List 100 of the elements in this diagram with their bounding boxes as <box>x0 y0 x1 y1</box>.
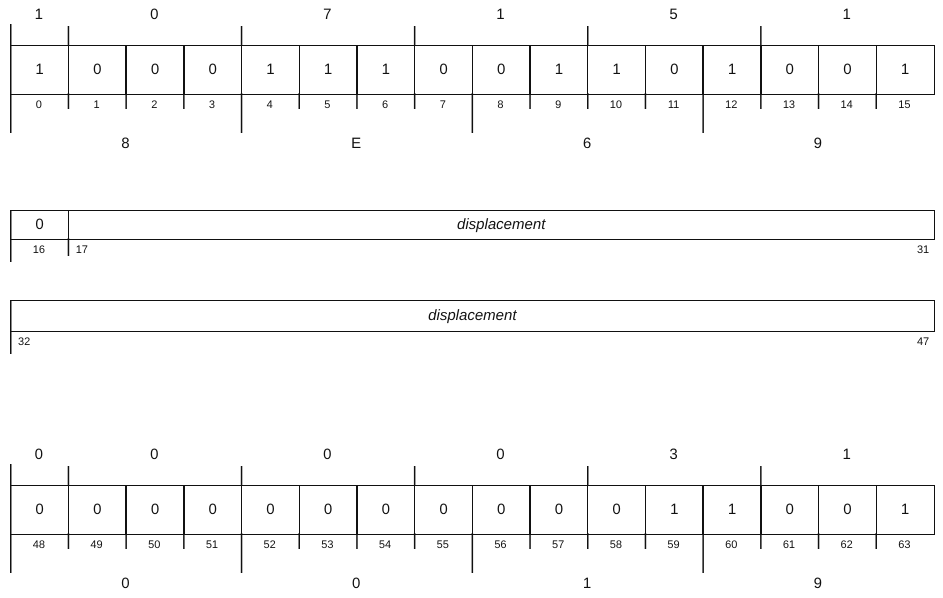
hex-digit: 1 <box>582 575 592 592</box>
hex-digit: 0 <box>121 575 130 592</box>
bit-number: 52 <box>264 539 276 551</box>
bit-value: 1 <box>900 61 910 78</box>
bit-value: 1 <box>35 61 44 78</box>
bit-field-cell <box>298 485 358 534</box>
bit-field-cell <box>125 45 185 94</box>
bit-field-cell <box>298 45 358 94</box>
bit-number: 1 <box>93 99 100 111</box>
bit-number: 0 <box>36 99 42 111</box>
bit-field-cell <box>702 45 762 94</box>
bit-value: 1 <box>728 61 736 78</box>
bit-field-cell <box>10 300 935 332</box>
bit-field-cell <box>10 485 70 534</box>
bit-number: 53 <box>321 539 334 551</box>
octal-digit: 1 <box>496 6 505 23</box>
hex-digit: 9 <box>814 135 822 152</box>
hex-digit: 0 <box>352 575 360 592</box>
bit-number: 48 <box>32 539 45 551</box>
bit-field-cell <box>818 485 877 534</box>
octal-digit: 1 <box>842 6 851 23</box>
bit-number: 4 <box>266 99 273 111</box>
bit-value: 1 <box>554 61 564 78</box>
bit-value: 0 <box>554 501 564 518</box>
bit-number: 49 <box>90 539 103 551</box>
bit-number: 2 <box>151 99 158 111</box>
bit-value: 1 <box>324 61 332 78</box>
bit-field-cell <box>125 485 185 534</box>
bit-field-cell <box>760 485 820 534</box>
bit-number: 32 <box>18 336 30 348</box>
bit-number: 61 <box>782 539 796 551</box>
bit-value: 0 <box>324 501 332 518</box>
octal-digit: 5 <box>669 6 678 23</box>
bit-field-cell <box>68 45 127 94</box>
octal-digit: 0 <box>34 446 44 463</box>
bit-field-cell <box>68 485 127 534</box>
bit-field-cell <box>356 485 416 534</box>
bit-number: 63 <box>898 539 910 551</box>
bit-number: 5 <box>324 99 330 111</box>
bit-field-cell <box>644 45 704 94</box>
bit-field-cell <box>760 45 820 94</box>
bit-number: 51 <box>206 539 218 551</box>
bit-field-cell <box>10 210 70 240</box>
bit-value: 0 <box>786 501 794 518</box>
bit-value: 0 <box>439 61 448 78</box>
bit-number: 12 <box>725 99 738 111</box>
bit-number: 59 <box>667 539 680 551</box>
bit-value: 0 <box>266 501 275 518</box>
bit-value: 0 <box>497 501 506 518</box>
hex-digit: 8 <box>121 135 130 152</box>
bit-number: 56 <box>494 539 507 551</box>
bit-field-cell <box>644 485 704 534</box>
bit-field-cell <box>876 485 935 534</box>
octal-digit: 0 <box>150 6 158 23</box>
bit-number: 11 <box>668 99 680 111</box>
hex-digit: E <box>351 135 362 152</box>
bit-number: 10 <box>610 99 622 111</box>
bit-value: 0 <box>497 61 506 78</box>
bit-field-cell <box>414 485 474 534</box>
bit-value: 0 <box>670 61 678 78</box>
bit-field-cell <box>183 485 242 534</box>
bit-number: 8 <box>497 99 504 111</box>
bit-number: 58 <box>610 539 622 551</box>
bit-number: 60 <box>725 539 738 551</box>
bit-number: 6 <box>382 99 388 111</box>
field-name: displacement <box>428 307 517 324</box>
bit-value: 0 <box>93 61 102 78</box>
bit-number: 14 <box>840 99 853 111</box>
bit-field-cell <box>529 485 588 534</box>
bit-field-cell <box>472 485 531 534</box>
bit-value: 0 <box>208 61 217 78</box>
bit-value: 0 <box>843 61 852 78</box>
bit-value: 0 <box>150 61 160 78</box>
bit-number: 3 <box>208 99 215 111</box>
bit-number: 62 <box>840 539 853 551</box>
octal-digit: 0 <box>323 446 332 463</box>
bit-value: 0 <box>35 501 44 518</box>
bit-value: 1 <box>900 501 910 518</box>
bit-number: 47 <box>916 336 930 348</box>
bit-field-cell <box>472 45 531 94</box>
hex-digit: 6 <box>582 135 592 152</box>
bit-number: 9 <box>555 99 562 111</box>
bit-value: 0 <box>612 501 621 518</box>
bit-value: 0 <box>208 501 217 518</box>
bit-value: 0 <box>93 501 102 518</box>
bit-value: 1 <box>382 61 390 78</box>
bit-field-cell <box>702 485 762 534</box>
bit-number: 16 <box>32 244 45 256</box>
bit-number: 7 <box>440 99 446 111</box>
bit-field-cell <box>240 485 300 534</box>
octal-digit: 7 <box>323 6 332 23</box>
bit-field-cell <box>356 45 416 94</box>
bit-field-cell <box>587 485 646 534</box>
bit-value: 1 <box>670 501 678 518</box>
bit-value: 0 <box>382 501 390 518</box>
bit-field-cell <box>876 45 935 94</box>
bit-value: 0 <box>35 216 44 234</box>
bit-field-cell <box>529 45 588 94</box>
bit-number: 55 <box>436 539 449 551</box>
bit-field-cell <box>240 45 300 94</box>
